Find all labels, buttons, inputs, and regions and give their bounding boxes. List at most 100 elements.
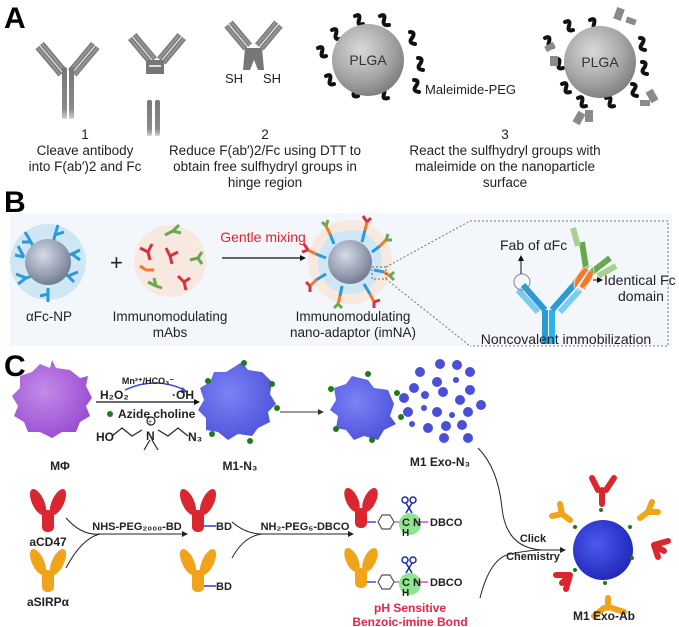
c-label-1: C: [402, 517, 410, 529]
inset-antibody-diagram: [513, 227, 618, 344]
m1-cell-secreting: [328, 371, 404, 443]
label-line: Immunomodulating: [112, 309, 228, 324]
step-2-caption: 2 Reduce F(ab′)2/Fc using DTT to obtain …: [160, 127, 370, 191]
fc-domain-label: domain: [618, 288, 664, 304]
step-text-line: React the sulfhydryl groups with: [409, 143, 601, 158]
panel-a-letter: A: [4, 2, 26, 35]
n-label-2: N: [413, 577, 421, 589]
panel-c-graphic: Mn²⁺/HCO₃⁻ H₂O₂ ·OH Azide choline HO N +…: [12, 359, 671, 627]
m1-exo-ab-label: M1 Exo-Ab: [573, 609, 635, 623]
label-line: mAbs: [152, 325, 188, 340]
arrow-head: [182, 531, 188, 537]
fab-of-afc-label: Fab of αFc: [500, 237, 567, 253]
step-text-line: maleimide on the nanoparticle: [414, 159, 596, 174]
step-1-caption: 1 Cleave antibody into F(ab′)2 and Fc: [15, 127, 155, 175]
plga-label-2: PLGA: [581, 54, 619, 70]
imna-label: Immunomodulating nano-adaptor (imNA): [283, 309, 423, 341]
step-text-line: Cleave antibody: [36, 143, 134, 158]
sh-label-right: SH: [263, 71, 281, 86]
step-text-line: obtain free sulfhydryl groups in: [173, 159, 357, 174]
click-merge-curves: [477, 447, 562, 599]
antibody-fc-fragment-icon: [147, 100, 160, 136]
m1-n3-label: M1-N₃: [223, 459, 258, 473]
step-3-caption: 3 React the sulfhydryl groups with malei…: [395, 127, 615, 191]
merge-arrow-1: [65, 517, 184, 569]
plga-nanoparticle-antibody: [543, 6, 659, 126]
exosome-cluster: [399, 359, 486, 443]
antibody-full-icon: [35, 41, 100, 119]
step-text-line: into F(ab′)2 and Fc: [28, 159, 142, 174]
zoom-guide-lines: [385, 220, 669, 347]
identical-fc-label: Identical Fc: [604, 272, 676, 288]
click-arrow-head: [560, 547, 566, 553]
dbco-label-1: DBCO: [430, 517, 463, 529]
mn-hco3-label: Mn²⁺/HCO₃⁻: [122, 376, 174, 386]
m1-n3-cell: [198, 360, 280, 444]
dbco-label-2: DBCO: [430, 577, 463, 589]
mixing-arrow: [222, 255, 306, 261]
click-label: Click: [520, 533, 547, 545]
step-number: 3: [501, 127, 509, 142]
arrow-head: [318, 409, 324, 415]
ho-label: HO: [96, 430, 114, 444]
nhs-peg-bd-label: NHS-PEG₂₀₀₀-BD: [92, 521, 181, 533]
step-number: 2: [261, 127, 269, 142]
plus-sign: +: [110, 250, 123, 275]
mabs-cluster: [134, 223, 206, 297]
acd47-dbco-construct: [344, 487, 428, 535]
asirpa-dbco-construct: [344, 547, 428, 595]
m1-exo-ab-particle: [549, 475, 671, 619]
imna-nanoparticle: [301, 215, 396, 310]
arrow-head: [348, 531, 354, 537]
mabs-label: Immunomodulating mAbs: [105, 309, 235, 341]
acd47-bd-icon: [179, 489, 217, 532]
bd-label-1: BD: [216, 521, 232, 533]
macrophage-cell: [12, 360, 92, 438]
reaction-arrow-1: [96, 382, 200, 405]
noncovalent-caption: Noncovalent immobilization: [481, 331, 651, 347]
panel-c-letter: C: [4, 350, 26, 383]
plga-label-1: PLGA: [349, 52, 387, 68]
asirpa-label: aSIRPα: [27, 595, 70, 609]
azide-choline-label: Azide choline: [118, 407, 196, 421]
panel-a-graphic: SH SH PLGA Maleimide-PEG: [35, 6, 659, 136]
label-line: αFc-NP: [25, 309, 73, 324]
antibody-reduced-icon: [224, 20, 283, 70]
merge-arrow-2: [231, 521, 350, 559]
panel-b-graphic: + Gentle mixing: [10, 213, 676, 347]
afc-nanoparticle: [10, 224, 86, 302]
n3-label: N₃: [188, 430, 202, 444]
h2o2-label: H₂O₂: [100, 388, 129, 402]
h-label-1: H: [402, 528, 409, 539]
ph-sensitive-label: pH Sensitive: [374, 601, 446, 615]
sh-label-left: SH: [225, 71, 243, 86]
afc-np-label: αFc-NP: [4, 309, 94, 325]
label-line: Immunomodulating: [295, 309, 411, 324]
asirpa-antibody-icon: [29, 549, 67, 592]
oh-radical-label: ·OH: [172, 388, 194, 402]
maleimide-peg-label: Maleimide-PEG: [425, 82, 516, 97]
macrophage-label: MΦ: [50, 459, 70, 473]
n-label-1: N: [413, 517, 421, 529]
c-label-2: C: [402, 577, 410, 589]
m1-exo-n3-label: M1 Exo-N₃: [410, 455, 470, 469]
benzoic-imine-label: Benzoic-imine Bond: [352, 615, 467, 627]
nh2-peg-dbco-label: NH₂-PEG₅-DBCO: [261, 521, 350, 533]
asirpa-bd-icon: [179, 549, 217, 592]
plga-nanoparticle-peg: [316, 13, 425, 101]
bd-label-2: BD: [216, 581, 232, 593]
antibody-fab-fragment-icon: [127, 32, 187, 74]
n-label: N: [146, 429, 155, 443]
gentle-mixing-label: Gentle mixing: [220, 229, 306, 245]
n-plus-label: +: [148, 419, 152, 426]
step-number: 1: [81, 127, 89, 142]
azide-dot-icon: [107, 411, 113, 417]
h-label-2: H: [402, 588, 409, 599]
step-text-line: surface: [482, 175, 528, 190]
acd47-antibody-icon: [29, 489, 67, 532]
panel-b-letter: B: [4, 186, 26, 219]
chemistry-label: Chemistry: [506, 551, 561, 563]
step-text-line: Reduce F(ab′)2/Fc using DTT to: [168, 143, 362, 158]
acd47-label: aCD47: [29, 535, 67, 549]
label-line: nano-adaptor (imNA): [289, 325, 417, 340]
